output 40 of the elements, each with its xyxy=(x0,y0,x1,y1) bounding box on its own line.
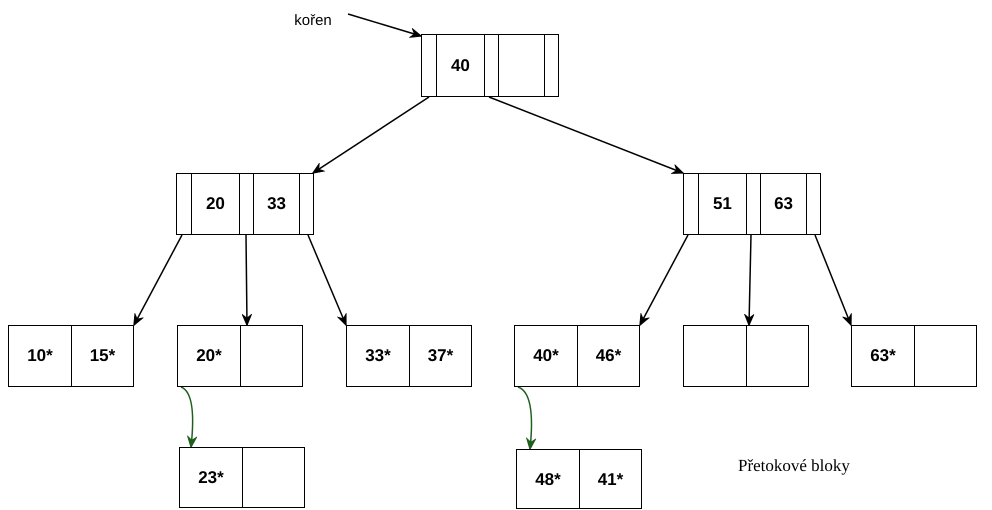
key-value: 15* xyxy=(90,346,116,366)
key-value: 33* xyxy=(365,346,391,366)
leaf-block xyxy=(346,325,472,387)
arrow xyxy=(814,234,852,326)
arrow xyxy=(518,386,536,450)
caption-note: Přetokové bloky xyxy=(738,456,850,476)
key-value: 40* xyxy=(533,346,559,366)
leaf-block xyxy=(514,325,640,387)
key-value: 23* xyxy=(198,468,224,488)
leaf-block xyxy=(851,325,977,387)
index-block xyxy=(421,34,559,97)
key-value: 33 xyxy=(267,194,286,214)
index-block xyxy=(176,173,314,235)
key-value: 63* xyxy=(870,346,896,366)
arrow xyxy=(307,234,347,326)
key-value: 37* xyxy=(428,346,454,366)
index-block xyxy=(683,173,821,235)
key-value: 48* xyxy=(535,470,561,490)
arrow xyxy=(133,234,183,326)
leaf-block xyxy=(8,325,134,387)
arrow xyxy=(744,234,754,326)
key-value: 10* xyxy=(27,346,53,366)
key-value: 20* xyxy=(196,346,222,366)
key-value: 40 xyxy=(450,56,470,76)
arrow xyxy=(348,13,422,38)
key-value: 63 xyxy=(774,194,793,214)
arrow xyxy=(312,96,430,174)
key-value: 46* xyxy=(596,346,622,366)
arrow xyxy=(639,234,689,326)
key-value: 20 xyxy=(206,194,225,214)
leaf-block xyxy=(177,325,303,387)
leaf-block xyxy=(179,447,305,508)
leaf-block xyxy=(683,325,809,387)
pointer-label: kořen xyxy=(294,12,332,28)
key-value: 51 xyxy=(712,194,732,214)
arrow xyxy=(488,96,684,174)
key-value: 41* xyxy=(598,470,624,490)
arrow xyxy=(242,235,252,326)
leaf-block xyxy=(516,449,642,509)
arrow xyxy=(180,386,198,448)
